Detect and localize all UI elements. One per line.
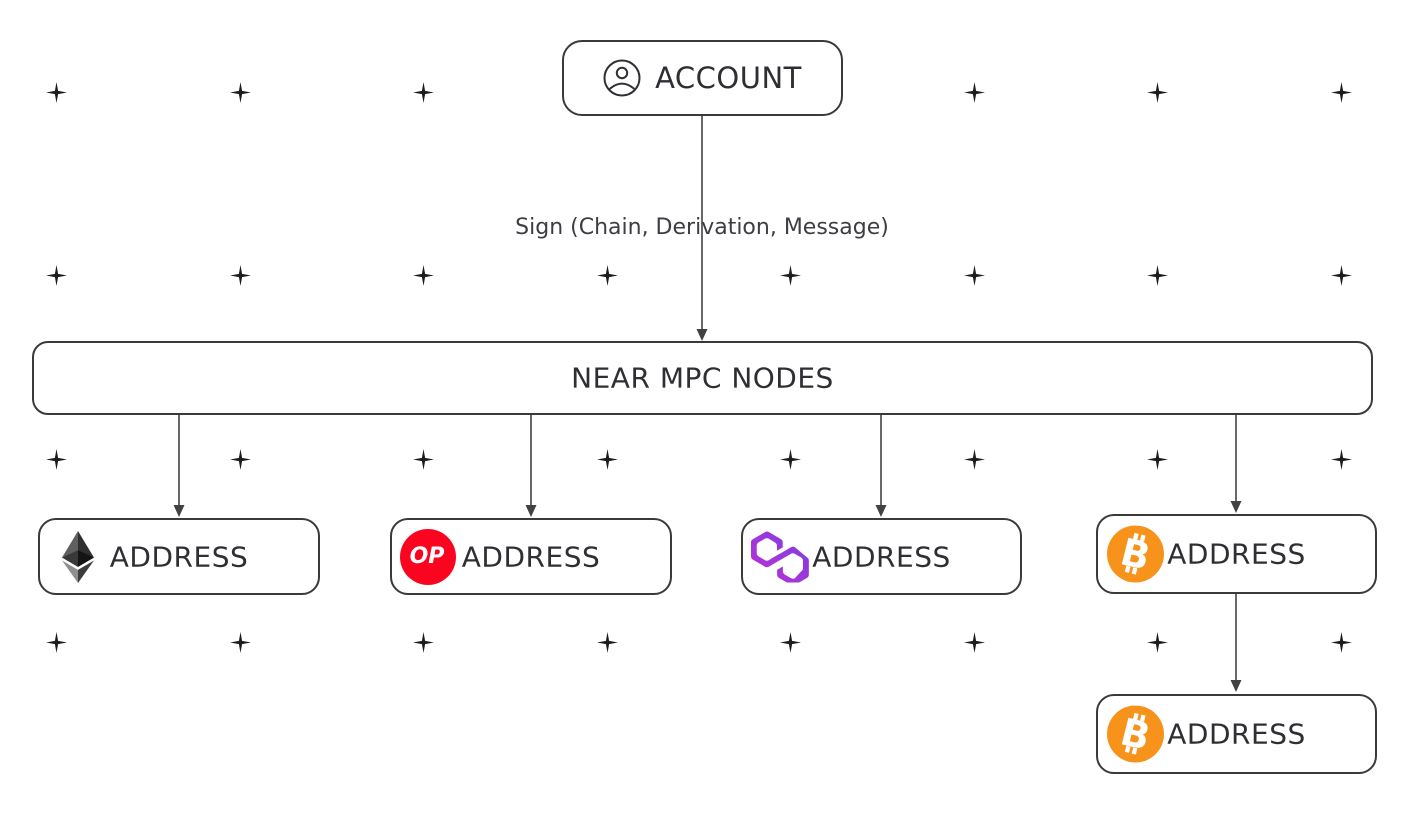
plus-icon <box>412 448 434 470</box>
plus-icon <box>229 631 251 653</box>
user-icon <box>603 59 641 97</box>
plus-icon <box>779 631 801 653</box>
address-label: ADDRESS <box>461 540 601 573</box>
optimism-badge: OP <box>409 544 445 569</box>
bitcoin-icon: B <box>1107 705 1164 763</box>
address-label: ADDRESS <box>1167 537 1306 571</box>
plus-icon <box>1146 448 1168 470</box>
plus-icon <box>1330 264 1352 286</box>
plus-icon <box>412 631 434 653</box>
ethereum-icon <box>62 530 94 583</box>
address-box-ethereum: ADDRESS <box>38 518 320 595</box>
plus-icon <box>963 631 985 653</box>
plus-icon <box>596 264 618 286</box>
plus-icon <box>412 264 434 286</box>
plus-icon <box>229 264 251 286</box>
account-box: ACCOUNT <box>562 40 843 116</box>
mpc-nodes-box: NEAR MPC NODES <box>32 341 1373 415</box>
mpc-nodes-label: NEAR MPC NODES <box>571 361 834 395</box>
plus-icon <box>1146 264 1168 286</box>
sign-edge-label: Sign (Chain, Derivation, Message) <box>515 215 889 240</box>
plus-icon <box>412 81 434 103</box>
plus-icon <box>1330 448 1352 470</box>
plus-icon <box>1330 631 1352 653</box>
plus-icon <box>779 264 801 286</box>
plus-icon <box>963 264 985 286</box>
address-label: ADDRESS <box>109 540 249 573</box>
address-box-optimism: OP ADDRESS <box>390 518 672 595</box>
plus-icon <box>963 81 985 103</box>
plus-icon <box>1146 631 1168 653</box>
plus-icon <box>1146 81 1168 103</box>
plus-icon <box>45 448 67 470</box>
bitcoin-icon: B <box>1107 525 1164 583</box>
plus-icon <box>963 448 985 470</box>
polygon-icon <box>751 531 809 582</box>
plus-icon <box>1330 81 1352 103</box>
plus-icon <box>229 81 251 103</box>
account-label: ACCOUNT <box>655 61 802 95</box>
plus-icon <box>779 448 801 470</box>
address-label: ADDRESS <box>1167 717 1306 751</box>
plus-icon <box>45 631 67 653</box>
plus-icon <box>45 264 67 286</box>
address-box-bitcoin-derived: B ADDRESS <box>1096 694 1377 774</box>
address-label: ADDRESS <box>812 540 951 573</box>
optimism-icon: OP <box>400 528 456 585</box>
plus-icon <box>45 81 67 103</box>
plus-icon <box>596 448 618 470</box>
plus-icon <box>596 631 618 653</box>
plus-icon <box>229 448 251 470</box>
address-box-polygon: ADDRESS <box>741 518 1022 595</box>
address-box-bitcoin: B ADDRESS <box>1096 514 1377 594</box>
